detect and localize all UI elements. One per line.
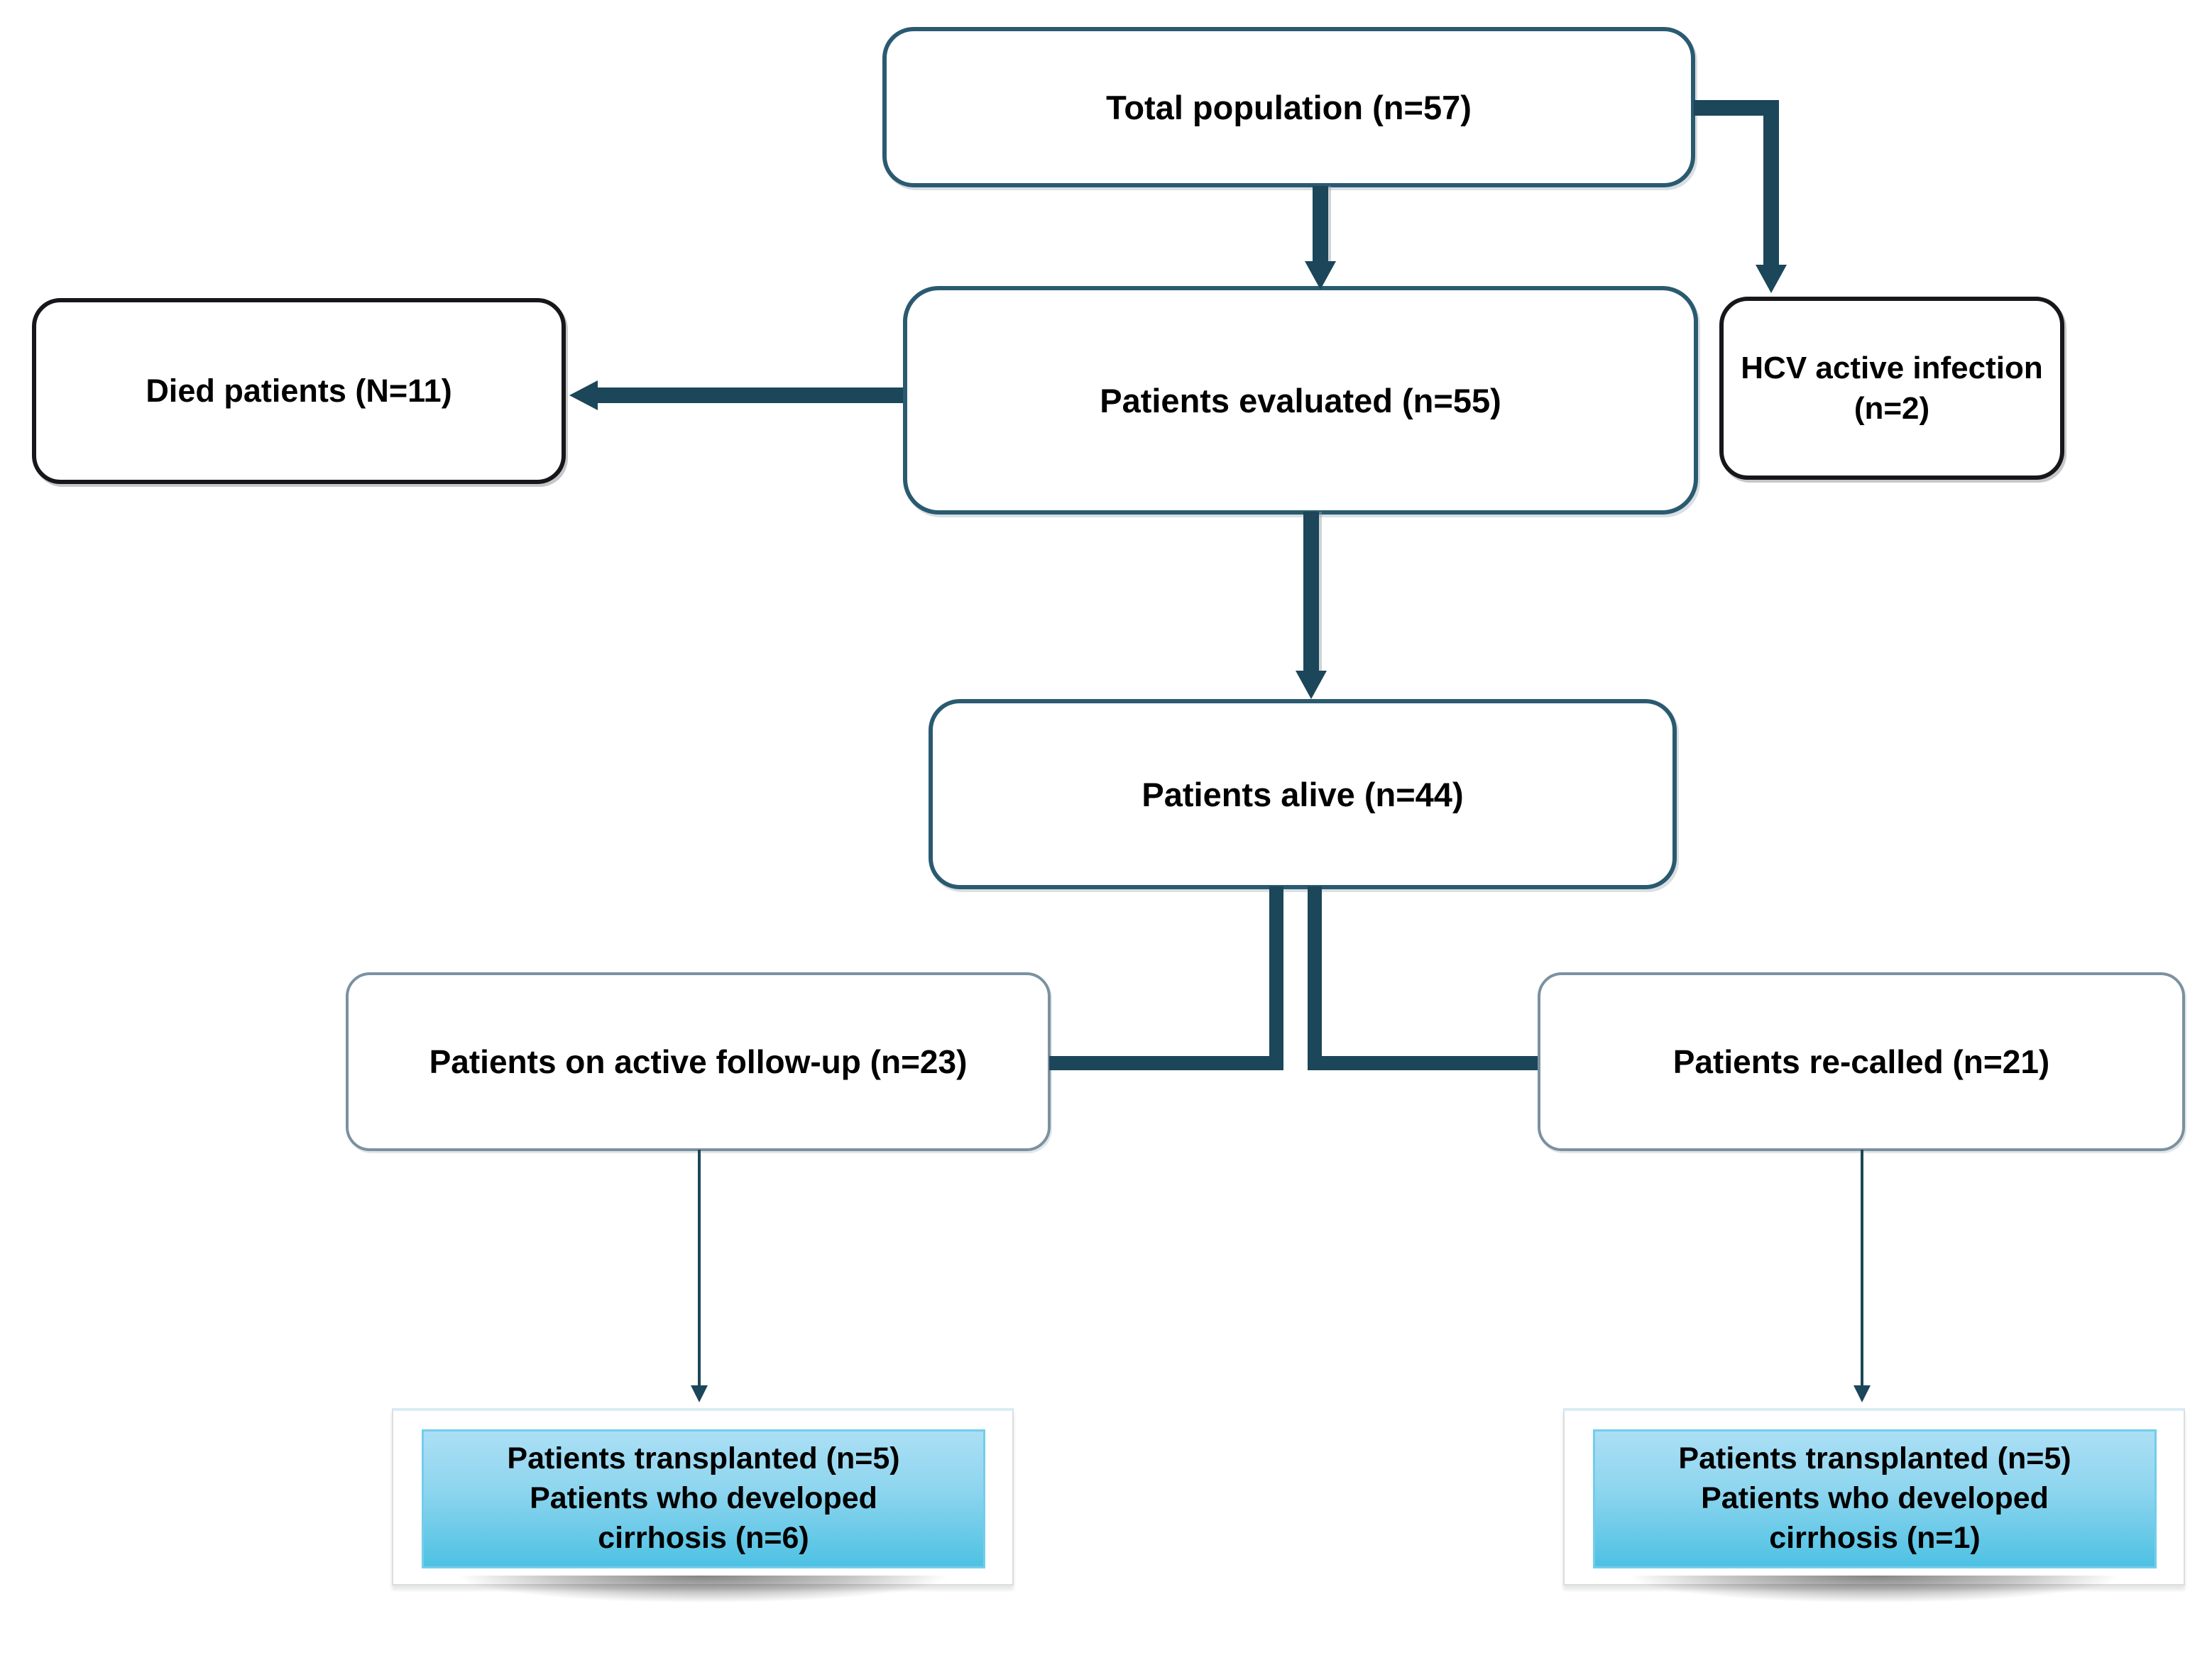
connector-alive-to-recalled-vseg bbox=[1308, 886, 1322, 1070]
arrow-total-to-hcv-head bbox=[1756, 265, 1787, 293]
arrow-total-to-hcv-hstem bbox=[1694, 100, 1779, 116]
node-patients-alive: Patients alive (n=44) bbox=[929, 699, 1677, 889]
outcome-left-frame: Patients transplanted (n=5) Patients who… bbox=[383, 1408, 1022, 1612]
arrow-evaluated-to-alive-head bbox=[1296, 671, 1327, 699]
node-active-followup: Patients on active follow-up (n=23) bbox=[346, 972, 1051, 1151]
connector-alive-to-followup-vseg bbox=[1269, 886, 1283, 1070]
node-died-patients: Died patients (N=11) bbox=[32, 298, 566, 484]
arrow-total-to-evaluated-head bbox=[1305, 261, 1336, 290]
connector-alive-to-recalled-hseg bbox=[1308, 1056, 1538, 1070]
node-outcome-right: Patients transplanted (n=5) Patients who… bbox=[1593, 1429, 2157, 1568]
arrow-followup-to-outcome-head bbox=[691, 1385, 708, 1402]
arrow-evaluated-to-died-stem bbox=[596, 387, 903, 403]
node-patients-alive-label: Patients alive (n=44) bbox=[1141, 775, 1464, 813]
arrow-evaluated-to-alive-stem bbox=[1303, 512, 1319, 672]
node-total-population: Total population (n=57) bbox=[882, 27, 1695, 187]
node-outcome-left-label: Patients transplanted (n=5) Patients who… bbox=[507, 1441, 900, 1555]
arrow-recalled-to-outcome-head bbox=[1854, 1385, 1871, 1402]
node-hcv-active-infection: HCV active infection (n=2) bbox=[1719, 297, 2064, 480]
node-patients-evaluated: Patients evaluated (n=55) bbox=[903, 286, 1698, 515]
arrow-total-to-hcv-vstem bbox=[1763, 100, 1779, 266]
connector-alive-to-followup-hseg bbox=[1049, 1056, 1283, 1070]
arrow-evaluated-to-died-head bbox=[569, 380, 598, 410]
arrow-followup-to-outcome-stem bbox=[698, 1150, 701, 1387]
outcome-right-frame: Patients transplanted (n=5) Patients who… bbox=[1555, 1408, 2194, 1612]
node-outcome-right-label: Patients transplanted (n=5) Patients who… bbox=[1678, 1441, 2071, 1555]
node-patients-recalled-label: Patients re-called (n=21) bbox=[1672, 1043, 2050, 1080]
node-active-followup-label: Patients on active follow-up (n=23) bbox=[429, 1043, 968, 1080]
node-outcome-left: Patients transplanted (n=5) Patients who… bbox=[422, 1429, 985, 1568]
arrow-recalled-to-outcome-stem bbox=[1861, 1150, 1863, 1387]
node-hcv-active-infection-label: HCV active infection (n=2) bbox=[1741, 350, 2043, 426]
node-patients-evaluated-label: Patients evaluated (n=55) bbox=[1100, 381, 1501, 419]
node-died-patients-label: Died patients (N=11) bbox=[146, 372, 452, 409]
node-patients-recalled: Patients re-called (n=21) bbox=[1538, 972, 2185, 1151]
arrow-total-to-evaluated-stem bbox=[1313, 186, 1328, 264]
node-total-population-label: Total population (n=57) bbox=[1106, 88, 1472, 126]
